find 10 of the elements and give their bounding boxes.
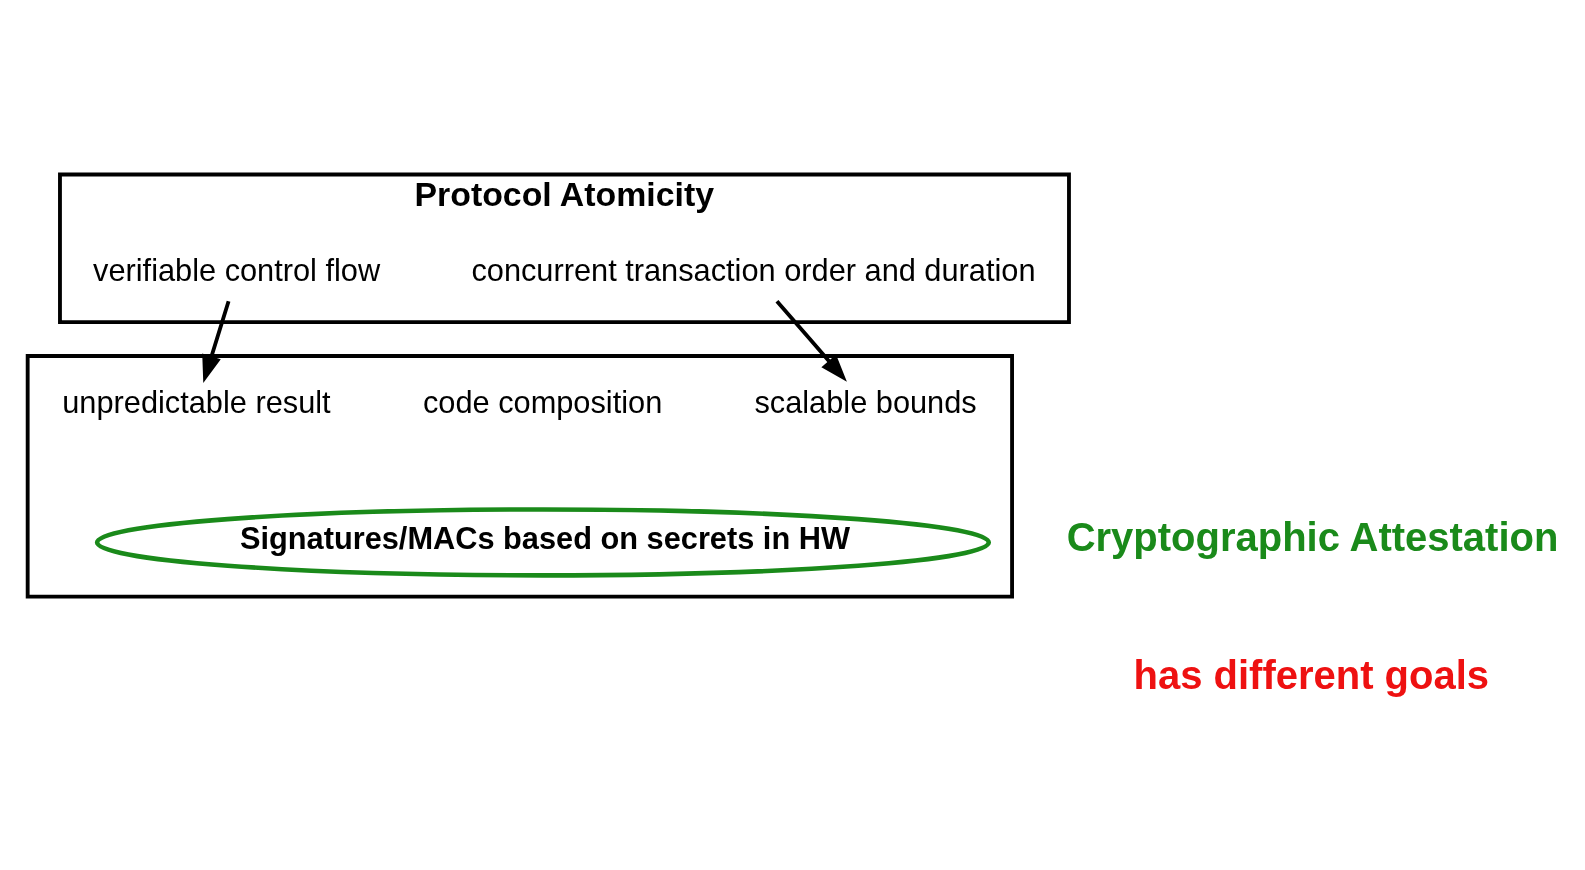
node-text: code composition xyxy=(422,384,663,420)
node-text: verifiable control flow xyxy=(93,252,381,288)
arrow xyxy=(775,299,847,382)
node-text: unpredictable result xyxy=(62,384,331,420)
node-text: concurrent transaction order and duration xyxy=(471,252,1036,288)
label: has different goals xyxy=(1133,652,1490,697)
node-text: scalable bounds xyxy=(754,384,977,420)
node-ellipse: Signatures/MACs based on secrets in HW xyxy=(94,506,992,578)
node-label: Cryptographic Attestation xyxy=(1066,514,1559,559)
arrow xyxy=(202,300,231,383)
